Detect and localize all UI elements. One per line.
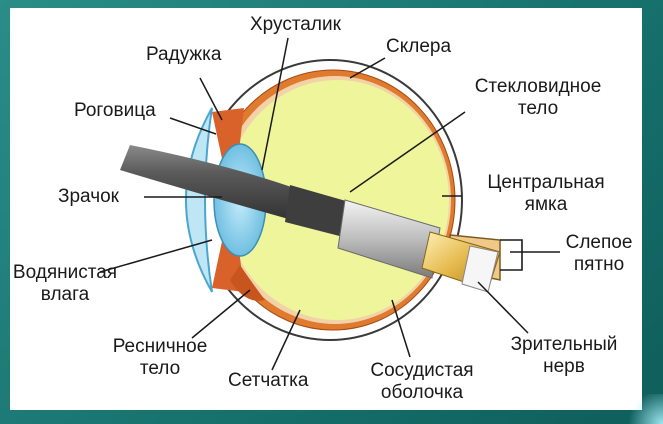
label-fovea-line2: ямка — [524, 194, 568, 215]
label-choroid: Сосудистая оболочка — [358, 360, 486, 404]
blind-spot-bracket — [500, 239, 523, 271]
ciliary-body-shape — [230, 265, 265, 301]
label-sclera: Склера — [386, 36, 452, 57]
label-blind-spot: Слепое пятно — [560, 232, 638, 276]
label-optic-nerve-line2: нерв — [543, 356, 585, 377]
label-aqueous: Водянистая влага — [0, 262, 130, 306]
label-retina: Сетчатка — [228, 370, 309, 391]
label-ciliary-line1: Ресничное — [112, 336, 208, 357]
label-blind-spot-line1: Слепое — [565, 232, 633, 253]
label-iris: Радужка — [146, 44, 222, 65]
label-cornea: Роговица — [74, 100, 156, 121]
label-optic-nerve-line1: Зрительный — [510, 334, 618, 355]
label-blind-spot-line2: пятно — [573, 254, 625, 275]
label-vitreous-line1: Стекловидное — [474, 76, 602, 97]
label-pupil: Зрачок — [58, 186, 119, 207]
label-vitreous: Стекловидное тело — [448, 76, 628, 120]
connector-housing — [337, 199, 441, 279]
leader-lines — [99, 37, 560, 371]
label-vitreous-line2: тело — [517, 98, 559, 119]
label-ciliary-line2: тело — [139, 358, 181, 379]
label-ciliary: Ресничное тело — [100, 336, 220, 380]
label-choroid-line1: Сосудистая — [370, 360, 474, 381]
label-fovea-line1: Центральная — [487, 172, 605, 193]
label-aqueous-line2: влага — [40, 284, 90, 305]
cable-body — [120, 145, 310, 225]
label-lens: Хрусталик — [250, 14, 341, 35]
label-choroid-line2: оболочка — [380, 382, 464, 403]
label-optic-nerve: Зрительный нерв — [498, 334, 630, 378]
label-fovea: Центральная ямка — [486, 172, 606, 216]
corner-glow — [623, 394, 663, 424]
label-aqueous-line1: Водянистая — [12, 262, 118, 283]
